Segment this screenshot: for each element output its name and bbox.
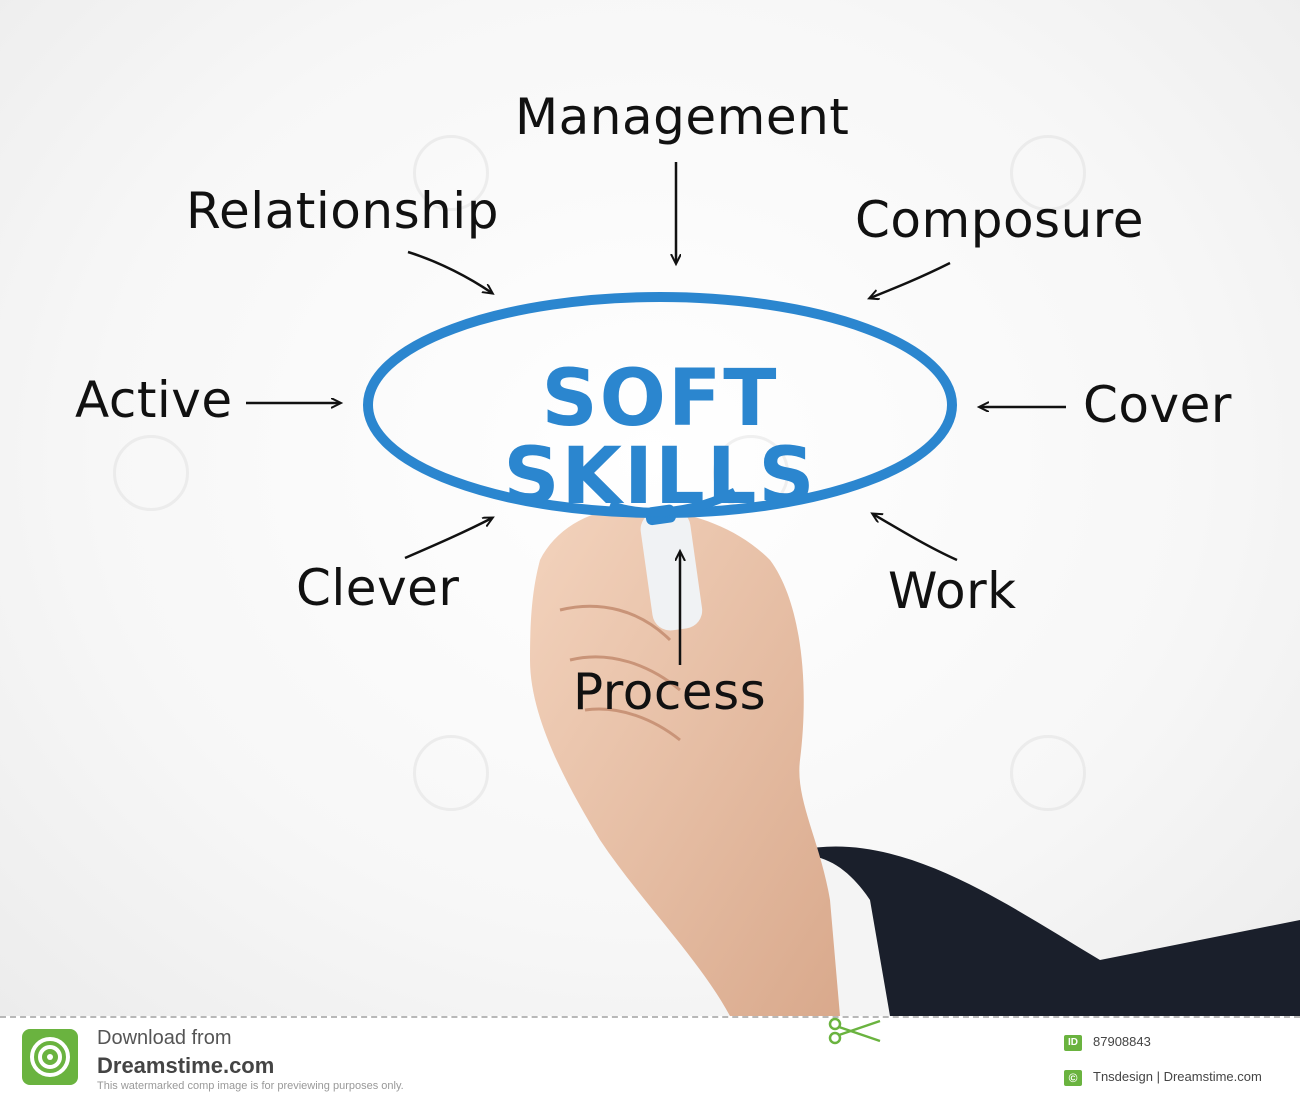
node-management: Management — [515, 88, 850, 146]
node-relationship: Relationship — [186, 182, 499, 240]
disclaimer-text: This watermarked comp image is for previ… — [97, 1080, 404, 1092]
image-id: 87908843 — [1093, 1034, 1151, 1049]
watermark-spiral-icon — [413, 735, 489, 811]
watermark-spiral-icon — [413, 135, 489, 211]
download-label: Download from — [97, 1027, 232, 1049]
watermark-spiral-icon — [1010, 735, 1086, 811]
node-cover: Cover — [1083, 376, 1232, 434]
hand — [530, 507, 840, 1016]
node-process: Process — [573, 663, 767, 721]
node-active: Active — [75, 371, 233, 429]
arrow-clever — [404, 518, 492, 560]
arrow-work — [873, 514, 958, 562]
stock-footer — [0, 1016, 1300, 1108]
author-credit: Tnsdesign | Dreamstime.com — [1093, 1069, 1262, 1084]
site-name[interactable]: Dreamstime.com — [97, 1053, 275, 1078]
diagram-lines — [246, 162, 1066, 665]
marker-pen — [640, 509, 703, 631]
node-composure: Composure — [855, 191, 1144, 249]
center-label: SOFT SKILLS — [503, 354, 817, 522]
hand-illustration — [530, 504, 1300, 1016]
node-clever: Clever — [296, 559, 460, 617]
arrow-composure — [870, 261, 951, 298]
node-work: Work — [888, 562, 1017, 620]
suit-sleeve — [800, 846, 1300, 1016]
watermark-spiral-icon — [113, 435, 189, 511]
id-badge: ID — [1064, 1035, 1082, 1051]
scissors-icon — [825, 1016, 885, 1046]
arrow-relationship — [407, 250, 492, 293]
watermark-spiral-icon — [1010, 135, 1086, 211]
dreamstime-logo-icon — [22, 1029, 78, 1085]
copyright-badge: © — [1064, 1070, 1082, 1086]
diagram-canvas: SOFT SKILLS Management Relationship Comp… — [0, 0, 1300, 1016]
